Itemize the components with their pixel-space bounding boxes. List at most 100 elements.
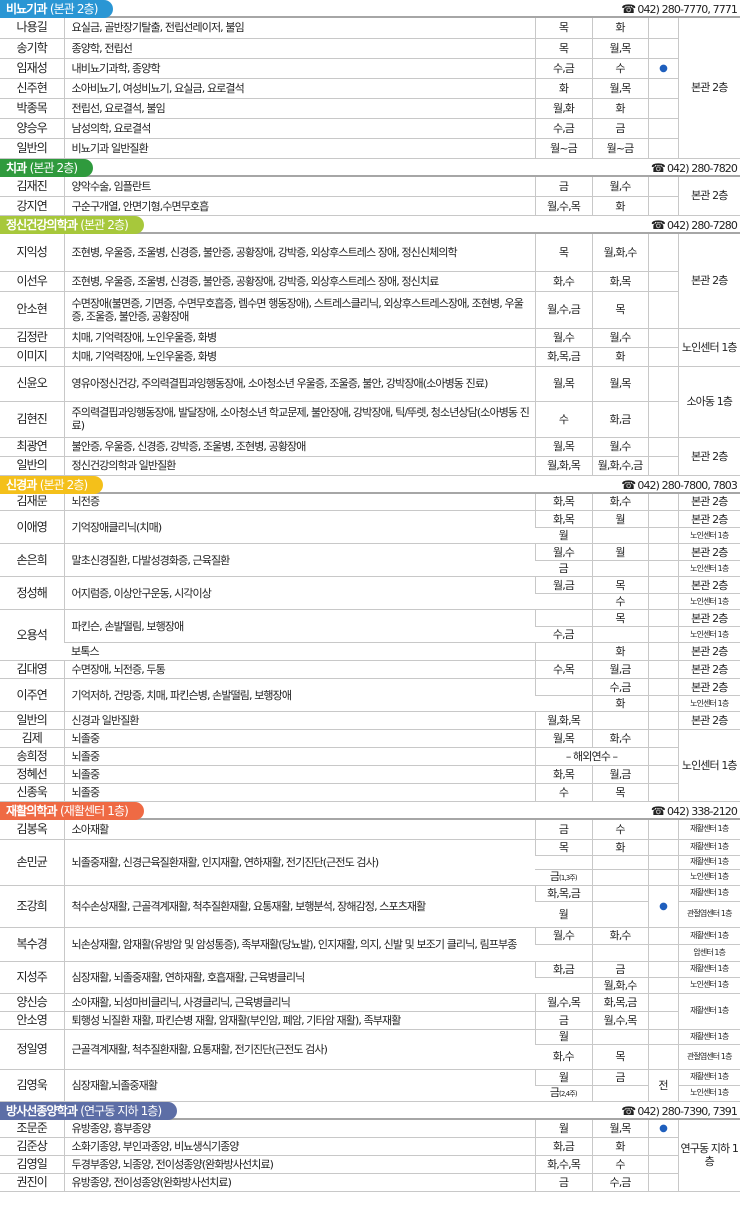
dot-marker: ● (647, 58, 678, 79)
dot-marker: ● (647, 1119, 678, 1138)
dept-tag: 신경과 (본관 2층) (0, 475, 104, 494)
phone-number: ☎042) 280-7770, 7771 (621, 2, 738, 16)
dot-marker: ● (647, 885, 678, 928)
note-cell: 전 (647, 1069, 678, 1102)
phone-icon: ☎ (650, 160, 666, 175)
table-row: 재활센터 1층 (0, 855, 740, 870)
place-cell: 소아동 1층 (677, 366, 740, 438)
dept-tag: 비뇨기과 (본관 2층) (0, 0, 114, 18)
place-cell: 본관 2층 (677, 18, 740, 159)
place-cell: 본관 2층 (677, 437, 740, 476)
phone-icon: ☎ (650, 804, 666, 818)
section-radiation-oncology: 방사선종양학과 (연구동 지하 1층) ☎042) 280-7390, 7391… (0, 1101, 740, 1192)
phone-number: ☎042) 338-2120 (650, 804, 738, 818)
dept-tag: 정신건강의학과 (본관 2층) (0, 216, 144, 234)
dept-tag: 재활의학과 (재활센터 1층) (0, 802, 144, 820)
table-row: 금(2,4주)노인센터 1층 (0, 1085, 740, 1102)
dept-tag: 방사선종양학과 (연구동 지하 1층) (0, 1101, 178, 1120)
phone-number: ☎042) 280-7390, 7391 (621, 1103, 738, 1118)
section-header: 재활의학과 (재활센터 1층) ☎042) 338-2120 (0, 802, 740, 820)
table-row: 금(1,3주)노인센터 1층 (0, 869, 740, 886)
phone-icon: ☎ (650, 218, 666, 232)
place-cell: 재활센터 1층 (677, 993, 740, 1030)
section-header: 비뇨기과 (본관 2층) ☎042) 280-7770, 7771 (0, 0, 740, 18)
place-cell: 연구동 지하 1층 (677, 1119, 740, 1192)
dept-tag: 치과 (본관 2층) (0, 158, 94, 177)
place-cell: 본관 2층 (677, 234, 740, 329)
overseas-note: – 해외연수 – (534, 747, 648, 766)
phone-icon: ☎ (621, 1103, 636, 1118)
phone-number: ☎042) 280-7820 (650, 160, 738, 175)
place-cell: 본관 2층 (677, 176, 740, 216)
phone-icon: ☎ (621, 477, 636, 492)
section-header: 방사선종양학과 (연구동 지하 1층) ☎042) 280-7390, 7391 (0, 1101, 740, 1120)
place-cell: 노인센터 1층 (677, 328, 740, 367)
phone-number: ☎042) 280-7800, 7803 (621, 477, 738, 492)
phone-number: ☎042) 280-7280 (650, 218, 738, 232)
place-cell: 노인센터 1층 (677, 729, 740, 802)
section-header: 치과 (본관 2층) ☎042) 280-7820 (0, 158, 740, 177)
section-header: 신경과 (본관 2층) ☎042) 280-7800, 7803 (0, 475, 740, 494)
